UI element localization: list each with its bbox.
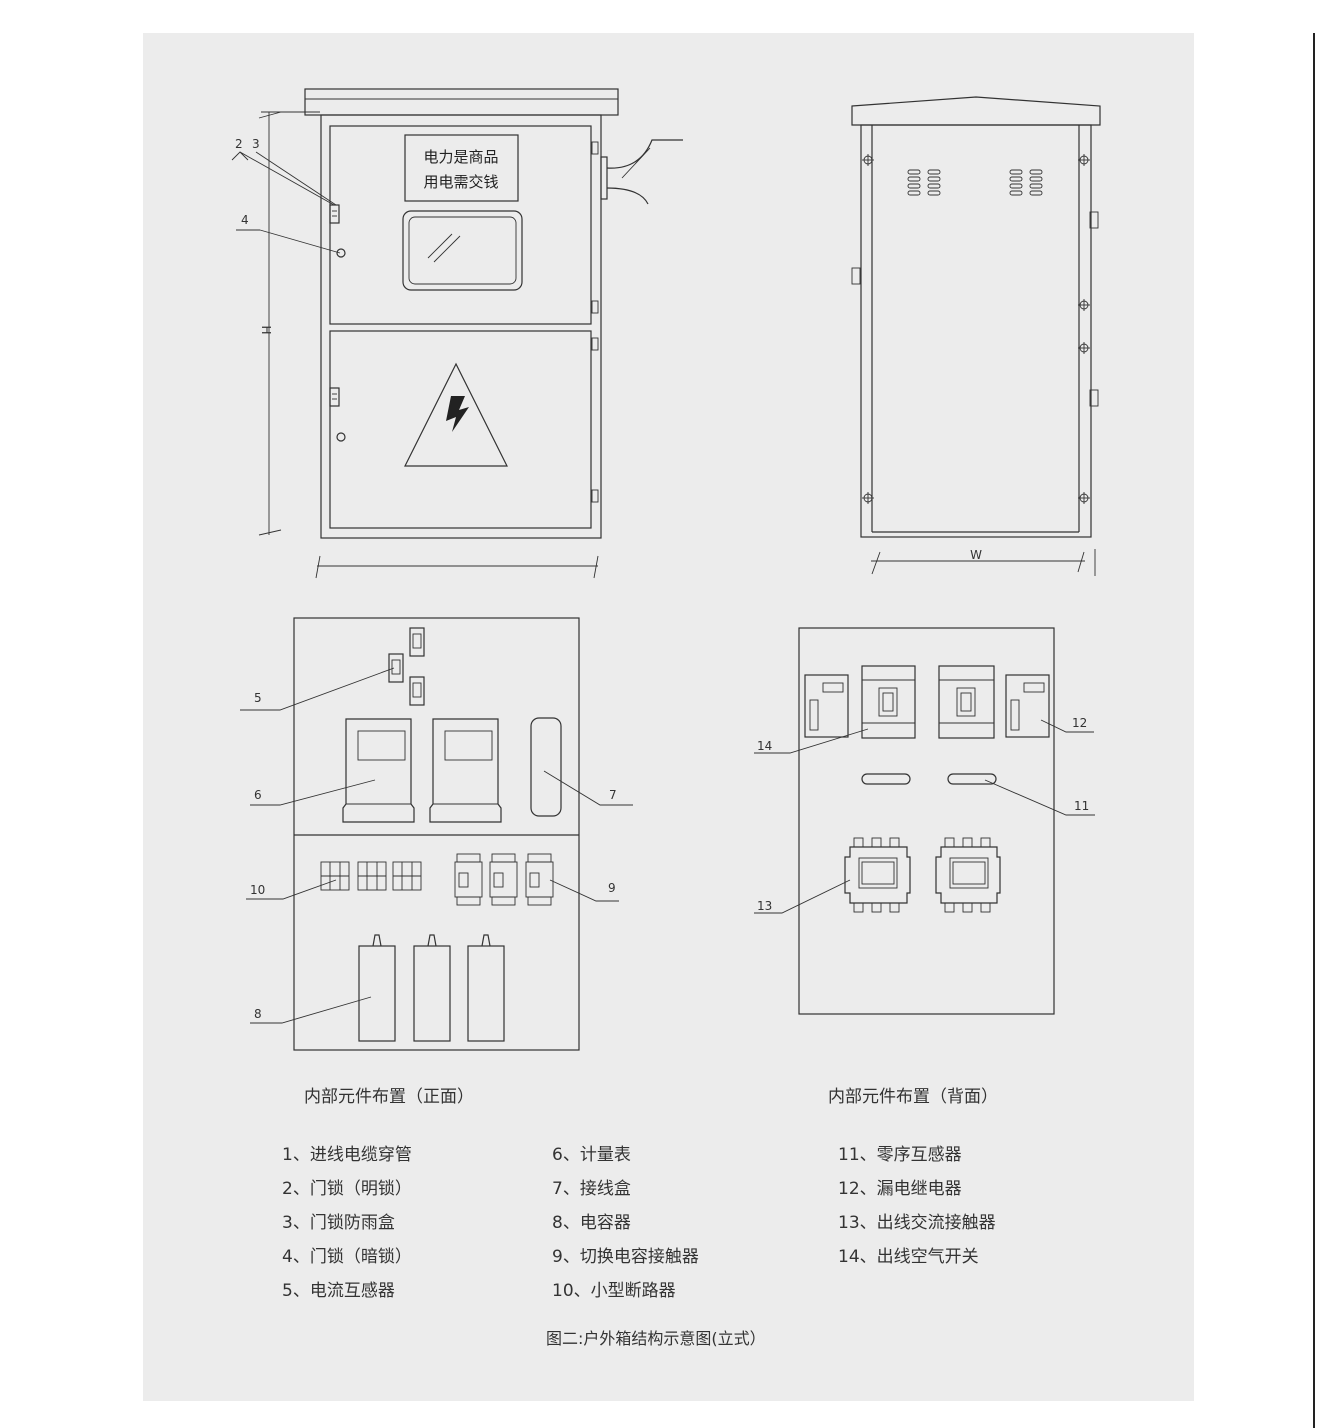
- legend-item: 10、小型断路器: [552, 1281, 676, 1301]
- ac-contactors: [844, 837, 1001, 913]
- callout-7: 7: [609, 788, 617, 802]
- front-body: [320, 114, 602, 539]
- back-internal-layout: 12 14 11 13: [754, 627, 1095, 1015]
- page-edge-rule: [1313, 33, 1315, 1428]
- upper-door: [329, 125, 592, 325]
- callout-14: 14: [757, 739, 772, 753]
- callout-5: 5: [254, 691, 262, 705]
- front-elevation: 电力是商品 用电需交钱: [231, 88, 683, 579]
- callout-10: 10: [250, 883, 265, 897]
- zero-sequence-transformers: [861, 773, 997, 785]
- front-internal-layout: 5 6 7 10 9 8: [240, 617, 633, 1051]
- width-label: W: [970, 548, 982, 562]
- callout-8: 8: [254, 1007, 262, 1021]
- front-panel: [293, 617, 580, 1051]
- side-width-dimension: [871, 549, 1096, 576]
- sign-line-2: 用电需交钱: [423, 173, 498, 191]
- sign-line-1: 电力是商品: [423, 148, 498, 166]
- legend-item: 1、进线电缆穿管: [282, 1145, 412, 1165]
- legend-item: 8、电容器: [552, 1213, 631, 1233]
- legend-item: 3、门锁防雨盒: [282, 1213, 395, 1233]
- outgoing-breakers: [861, 665, 995, 739]
- callout-3: 3: [252, 137, 260, 151]
- capacitor-contactors: [454, 853, 554, 906]
- front-roof: [304, 88, 619, 116]
- legend-item: 6、计量表: [552, 1145, 631, 1165]
- legend-item: 2、门锁（明锁）: [282, 1179, 412, 1199]
- front-width-dimension: [315, 555, 599, 579]
- legend-item: 11、零序互感器: [838, 1145, 962, 1165]
- current-transformers: [388, 627, 425, 706]
- legend-item: 7、接线盒: [552, 1179, 631, 1199]
- back-panel: [798, 627, 1055, 1015]
- legend-item: 13、出线交流接触器: [838, 1213, 996, 1233]
- callout-2: 2: [235, 137, 243, 151]
- high-voltage-warning: [404, 362, 508, 467]
- back-layout-caption: 内部元件布置（背面）: [828, 1087, 998, 1107]
- warning-sign: [404, 134, 519, 202]
- junction-box: [530, 717, 562, 817]
- callout-12: 12: [1072, 716, 1087, 730]
- callout-4: 4: [241, 213, 249, 227]
- callout-9: 9: [608, 881, 616, 895]
- side-body: [860, 124, 1092, 538]
- cable-conduit: [600, 139, 683, 205]
- lock-rain-box-upper: [329, 204, 340, 224]
- vent-louvers: [907, 169, 1043, 196]
- leakage-relays: [804, 674, 1050, 738]
- side-hinges: [851, 154, 1099, 504]
- legend-item: 9、切换电容接触器: [552, 1247, 699, 1267]
- callout-6: 6: [254, 788, 262, 802]
- callout-11: 11: [1074, 799, 1089, 813]
- front-layout-caption: 内部元件布置（正面）: [304, 1087, 474, 1107]
- legend-item: 12、漏电继电器: [838, 1179, 962, 1199]
- meter-window: [402, 210, 523, 291]
- lock-rain-box-lower: [329, 387, 340, 407]
- mini-circuit-breakers: [320, 861, 422, 891]
- height-label: H: [259, 325, 273, 334]
- callout-13: 13: [757, 899, 772, 913]
- legend-item: 14、出线空气开关: [838, 1247, 979, 1267]
- side-elevation: W: [851, 96, 1101, 576]
- legend-item: 4、门锁（暗锁）: [282, 1247, 412, 1267]
- lightning-icon: [446, 396, 469, 432]
- hidden-lock-lower: [336, 432, 346, 442]
- hinges: [591, 141, 599, 503]
- legend-item: 5、电流互感器: [282, 1281, 395, 1301]
- height-dimension: [258, 111, 320, 536]
- hidden-lock-upper: [336, 248, 346, 258]
- lower-door: [329, 330, 592, 529]
- figure-title: 图二:户外箱结构示意图(立式）: [546, 1329, 766, 1348]
- capacitors: [358, 934, 505, 1042]
- side-roof: [851, 96, 1101, 126]
- energy-meters: [342, 718, 502, 823]
